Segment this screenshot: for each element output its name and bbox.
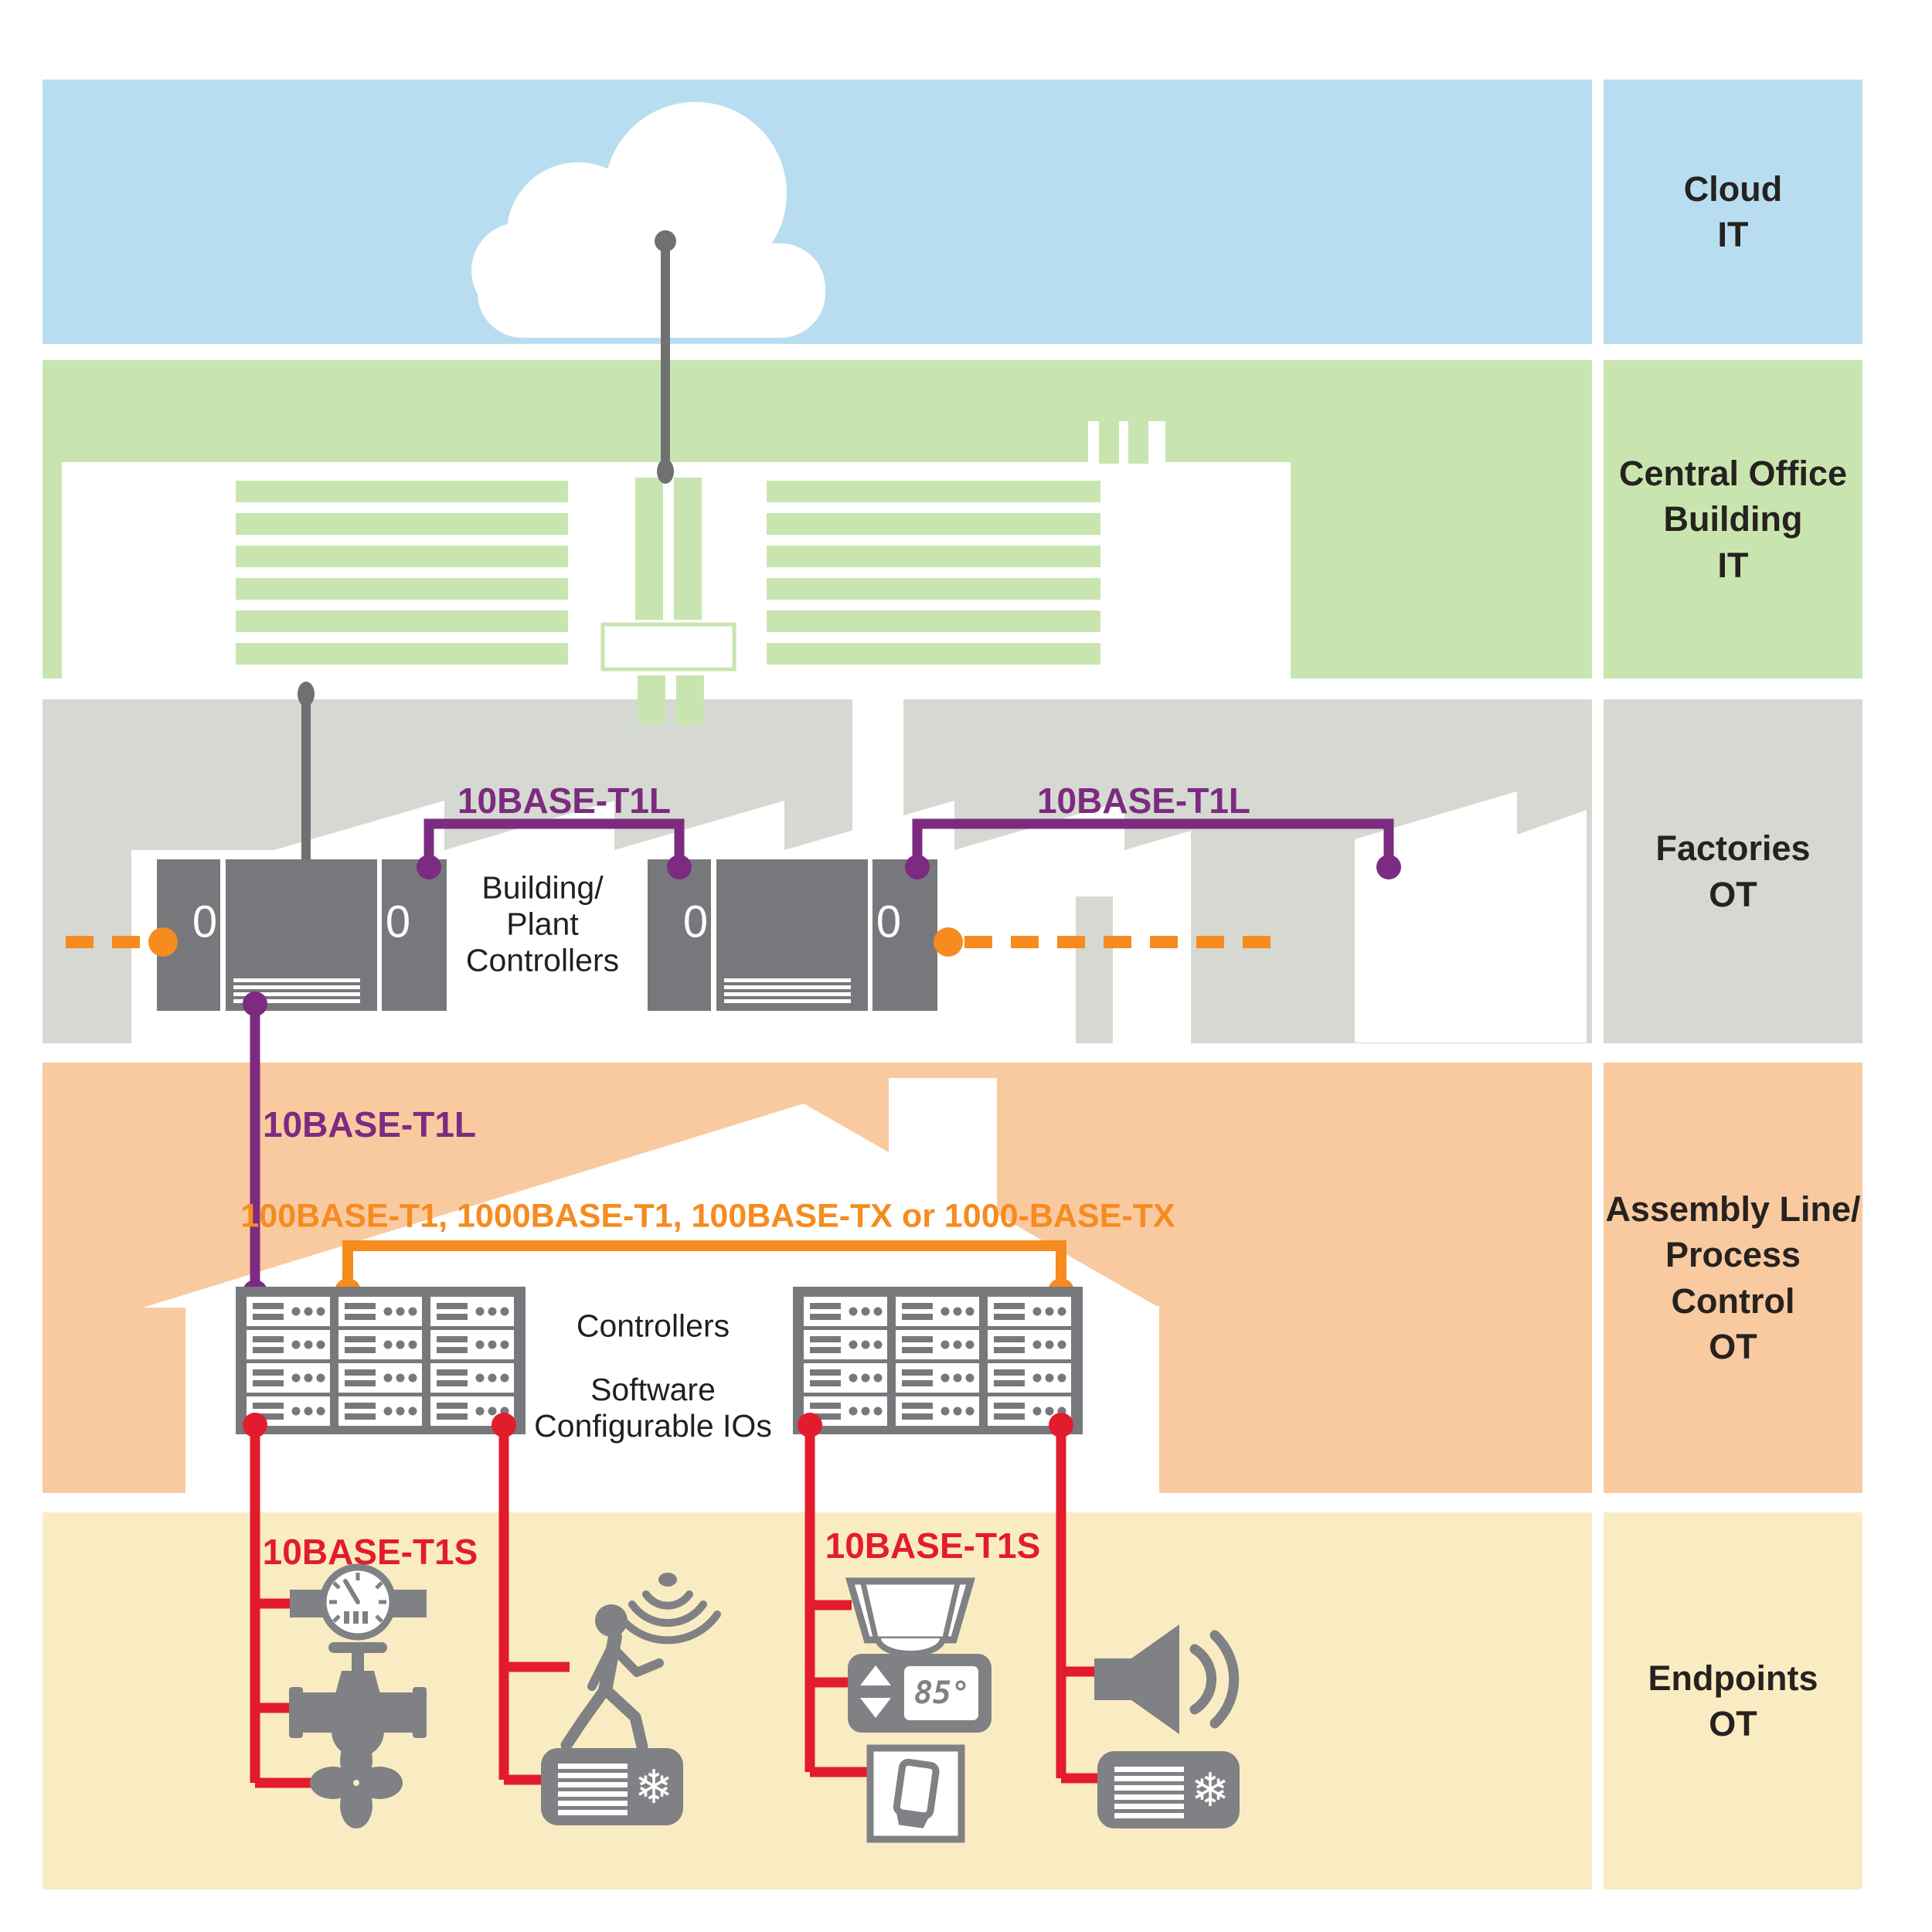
snowflake-icon: ❄	[634, 1761, 674, 1813]
cloud-icon	[471, 102, 825, 338]
cabinet-port-label: 0	[192, 896, 218, 947]
office-tower	[635, 478, 704, 725]
thermostat-reading: 85°	[913, 1675, 971, 1711]
t1s-label-left: 10BASE-T1S	[262, 1532, 478, 1572]
cabinet-port-label: 0	[682, 896, 709, 947]
field-bus-dashed-right	[934, 927, 1277, 957]
side-label-cloud-line: Cloud	[1683, 168, 1783, 209]
ac-unit-icon	[541, 1748, 683, 1825]
cabinet-port-label: 0	[385, 896, 411, 947]
server-rack-right	[793, 1287, 1083, 1434]
side-label-assembly-line: Assembly Line/	[1605, 1189, 1861, 1229]
t1l-link-right	[905, 818, 1401, 879]
side-label-factories: Factories OT	[1604, 699, 1862, 1043]
water-meter-icon	[290, 1563, 427, 1641]
factory-slim-tower	[1076, 896, 1113, 1043]
cabinet-port-label: 0	[876, 896, 902, 947]
side-label-cloud: Cloud IT	[1604, 80, 1862, 344]
t1l-link-left	[417, 818, 692, 879]
t1s-drop-1	[243, 1413, 328, 1788]
speaker-icon	[1094, 1624, 1240, 1734]
ceiling-light-icon	[845, 1577, 975, 1657]
house-roof	[143, 1104, 1159, 1308]
light-switch-icon	[866, 1744, 965, 1843]
side-label-office-line: IT	[1717, 545, 1749, 585]
ac-unit-icon	[1097, 1751, 1240, 1828]
snowflake-icon: ❄	[1190, 1764, 1230, 1816]
office-building-silhouette	[62, 421, 1291, 725]
t1l-label-down: 10BASE-T1L	[262, 1104, 477, 1145]
cabinet-vent	[233, 978, 360, 1003]
valve-icon	[289, 1642, 427, 1757]
side-label-central-office: Central Office Building IT	[1604, 360, 1862, 679]
office-left-wing-windows	[236, 481, 568, 665]
side-label-cloud-line: IT	[1717, 215, 1749, 254]
field-bus-dashed-left	[66, 927, 178, 957]
side-label-office-line: Building	[1663, 499, 1803, 539]
sensor-waves-icon	[614, 1573, 721, 1645]
controller-cabinet-2	[648, 859, 937, 1011]
side-label-factories-line: Factories	[1655, 828, 1811, 869]
thermostat-icon	[848, 1654, 992, 1733]
factory-chimney-slot	[852, 699, 903, 854]
controllers-label: Controllers	[576, 1308, 730, 1344]
t1l-label-right: 10BASE-T1L	[1036, 781, 1251, 821]
side-label-endpoints: Endpoints OT	[1604, 1512, 1862, 1889]
factory-right-building	[1355, 791, 1587, 1043]
side-label-endpoints-line: Endpoints	[1648, 1658, 1818, 1698]
office-entrance	[600, 622, 736, 672]
software-configurable-ios-label: Software Configurable IOs	[534, 1371, 772, 1444]
office-right-wing-windows	[767, 481, 1100, 665]
t1s-drop-4	[1049, 1413, 1101, 1784]
fan-icon	[310, 1737, 403, 1828]
side-label-office-line: Central Office	[1618, 453, 1848, 493]
cabinet-vent	[724, 978, 851, 1003]
cloud-to-office-link	[655, 230, 676, 484]
side-label-factories-line: OT	[1709, 874, 1757, 914]
controller-bus-label: 100BASE-T1, 1000BASE-T1, 100BASE-TX or 1…	[240, 1197, 1175, 1235]
building-plant-controllers-label: Building/ Plant Controllers	[465, 869, 620, 978]
t1s-label-right: 10BASE-T1S	[825, 1526, 1041, 1566]
controller-cabinet-1	[157, 859, 447, 1011]
t1l-label-left: 10BASE-T1L	[457, 781, 672, 821]
motion-sensor-icon	[560, 1573, 721, 1753]
t1s-drop-3	[798, 1413, 873, 1777]
office-to-factory-link	[298, 682, 315, 862]
side-label-assembly-line: OT	[1709, 1326, 1757, 1366]
t1s-drop-2	[492, 1413, 570, 1785]
side-label-assembly-line: Process Control	[1665, 1235, 1801, 1321]
side-label-assembly: Assembly Line/ Process Control OT	[1604, 1063, 1862, 1493]
side-label-endpoints-line: OT	[1709, 1704, 1757, 1743]
server-rack-left	[236, 1287, 526, 1434]
